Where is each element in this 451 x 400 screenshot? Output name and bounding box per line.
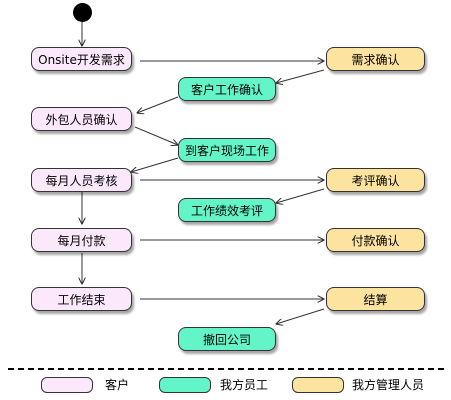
node-settlement: 结算	[326, 287, 425, 311]
arrow-demand-confirm-to-client-confirm	[276, 69, 325, 83]
node-payment-confirm: 付款确认	[326, 228, 425, 252]
legend-label-our-staff: 我方员工	[220, 378, 269, 392]
node-withdraw: 撤回公司	[178, 327, 276, 351]
legend-label-client: 客户	[105, 378, 130, 392]
start-node	[73, 3, 92, 22]
legend-swatch-client	[41, 377, 93, 393]
node-monthly-payment: 每月付款	[31, 228, 132, 252]
node-monthly-review: 每月人员考核	[31, 168, 132, 192]
legend-divider	[8, 368, 444, 370]
arrow-outsource-to-onsite	[134, 126, 178, 145]
node-performance-review: 工作绩效考评	[178, 198, 276, 222]
arrow-settlement-to-withdraw	[276, 308, 325, 324]
legend-swatch-our-staff	[159, 377, 211, 393]
node-work-end: 工作结束	[31, 287, 132, 311]
arrow-onsite-to-review	[131, 157, 179, 172]
legend-label-our-manager: 我方管理人员	[352, 378, 425, 392]
legend-swatch-our-manager	[292, 377, 344, 393]
arrow-review-confirm-to-performance	[276, 188, 325, 203]
node-review-confirm: 考评确认	[326, 168, 425, 192]
node-client-work-confirm: 客户工作确认	[178, 77, 276, 101]
node-outsource-confirm: 外包人员确认	[31, 107, 132, 131]
arrow-client-confirm-to-outsource	[137, 96, 179, 113]
node-demand-confirm: 需求确认	[326, 47, 425, 71]
node-onsite-demand: Onsite开发需求	[31, 47, 132, 71]
node-onsite-work: 到客户现场工作	[178, 138, 276, 162]
